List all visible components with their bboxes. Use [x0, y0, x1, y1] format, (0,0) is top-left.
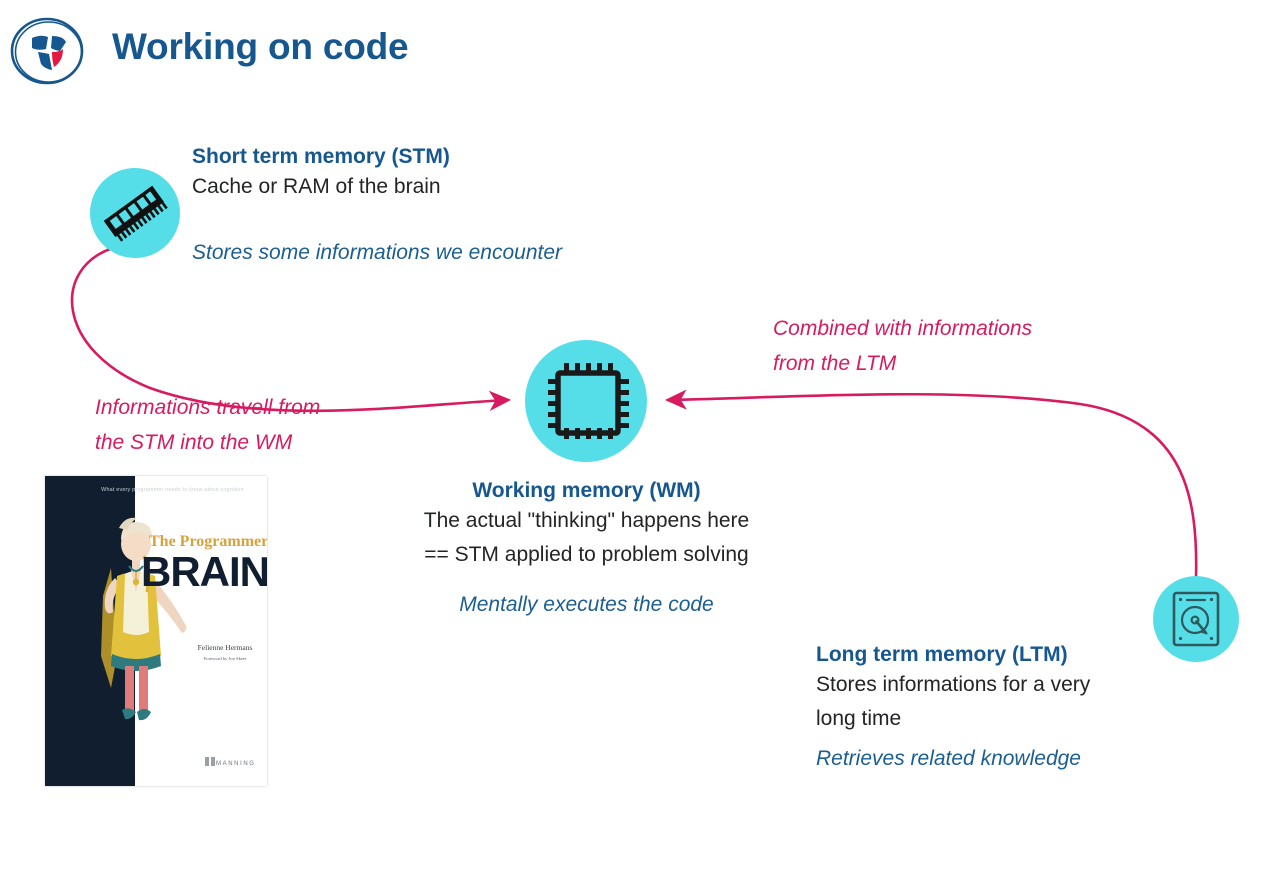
book-title-main: BRAIN [141, 548, 267, 595]
connector-label-ltm-to-wm-line1: Combined with informations [773, 317, 1033, 340]
wm-note: Mentally executes the code [384, 590, 789, 620]
ltm-description-line2: long time [816, 707, 902, 730]
page-title: Working on code [112, 26, 409, 67]
ltm-text-block: Long term memory (LTM) Stores informatio… [816, 641, 1090, 736]
arrow-stm-to-wm [70, 246, 512, 413]
ltm-note: Retrieves related knowledge [816, 744, 1081, 774]
node-ltm[interactable] [1153, 576, 1239, 662]
connector-label-stm-to-wm: Informations travell from the STM into t… [95, 390, 320, 460]
book-publisher-label: MANNING [216, 761, 256, 767]
stm-note: Stores some informations we encounter [192, 238, 562, 268]
connector-label-stm-to-wm-line1: Informations travell from [95, 396, 321, 419]
ltm-description-line1: Stores informations for a very [816, 673, 1091, 696]
connector-label-stm-to-wm-line2: the STM into the WM [95, 431, 293, 454]
book-author: Felienne Hermans [197, 643, 253, 652]
book-subtitle: What every programmer needs to know abou… [101, 487, 244, 493]
connector-label-ltm-to-wm: Combined with informations from the LTM [773, 311, 1032, 381]
book-publisher: MANNING [205, 757, 256, 767]
stm-note-text: Stores some informations we encounter [192, 241, 563, 264]
stm-heading: Short term memory (STM) [192, 145, 450, 168]
ing-lion-shield-logo-icon [8, 12, 86, 90]
stm-text-block: Short term memory (STM) Cache or RAM of … [192, 143, 450, 204]
ltm-heading: Long term memory (LTM) [816, 643, 1068, 666]
manning-logo-bar [205, 757, 209, 766]
stm-description: Cache or RAM of the brain [192, 175, 441, 198]
connector-label-ltm-to-wm-line2: from the LTM [773, 352, 897, 375]
node-wm[interactable] [525, 340, 647, 462]
node-stm[interactable] [90, 168, 180, 258]
hard-disk-icon [1172, 591, 1220, 647]
wm-description-line2: == STM applied to problem solving [424, 543, 749, 566]
book-cover-figure-illustration [101, 517, 187, 721]
book-foreword: Foreword by Jon Skeet [203, 656, 247, 661]
wm-note-text: Mentally executes the code [459, 593, 714, 616]
wm-description-line1: The actual "thinking" happens here [423, 509, 750, 532]
ltm-note-text: Retrieves related knowledge [816, 747, 1081, 770]
wm-heading: Working memory (WM) [472, 479, 701, 502]
ram-stick-icon [103, 185, 168, 242]
book-cover-the-programmers-brain: What every programmer needs to know abou… [45, 476, 267, 786]
manning-logo-bar [210, 757, 215, 766]
wm-text-block: Working memory (WM) The actual "thinking… [384, 477, 789, 572]
book-title-small: The Programmer's [149, 533, 267, 550]
cpu-chip-icon [548, 363, 629, 439]
